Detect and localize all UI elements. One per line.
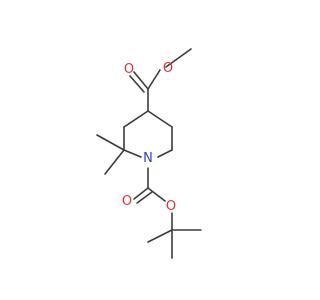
ester-ether-oxygen: O	[163, 61, 173, 76]
atom-label-layer: O O N O O	[122, 61, 176, 214]
bond-ring-c6-n	[157, 149, 173, 158]
ester-carbonyl-oxygen: O	[124, 62, 134, 77]
bond-boc-carbonyl-1	[133, 187, 149, 200]
bond-methyl-1	[96, 134, 125, 151]
boc-ether-oxygen: O	[166, 199, 176, 214]
bond-ester-oxygen-carbon	[147, 69, 161, 90]
bond-ring-c3-c4	[123, 110, 149, 128]
boc-carbonyl-oxygen: O	[122, 194, 132, 209]
bond-ring-n-c2	[123, 149, 142, 158]
bond-ring-c4-c5	[147, 110, 173, 128]
bond-methyl-2	[104, 149, 125, 175]
bond-boc-carbonyl-2	[136, 191, 153, 204]
bond-ester-methyl	[165, 48, 192, 68]
bond-boc-oxygen	[147, 187, 166, 202]
bond-tbutyl-methyl-a	[147, 229, 173, 243]
ring-nitrogen: N	[143, 151, 153, 166]
bond-ester-carbonyl-2	[129, 75, 145, 93]
bond-layer	[96, 48, 202, 259]
bond-ester-carbonyl-1	[133, 71, 149, 90]
molecule-structure: O O N O O	[96, 48, 202, 259]
